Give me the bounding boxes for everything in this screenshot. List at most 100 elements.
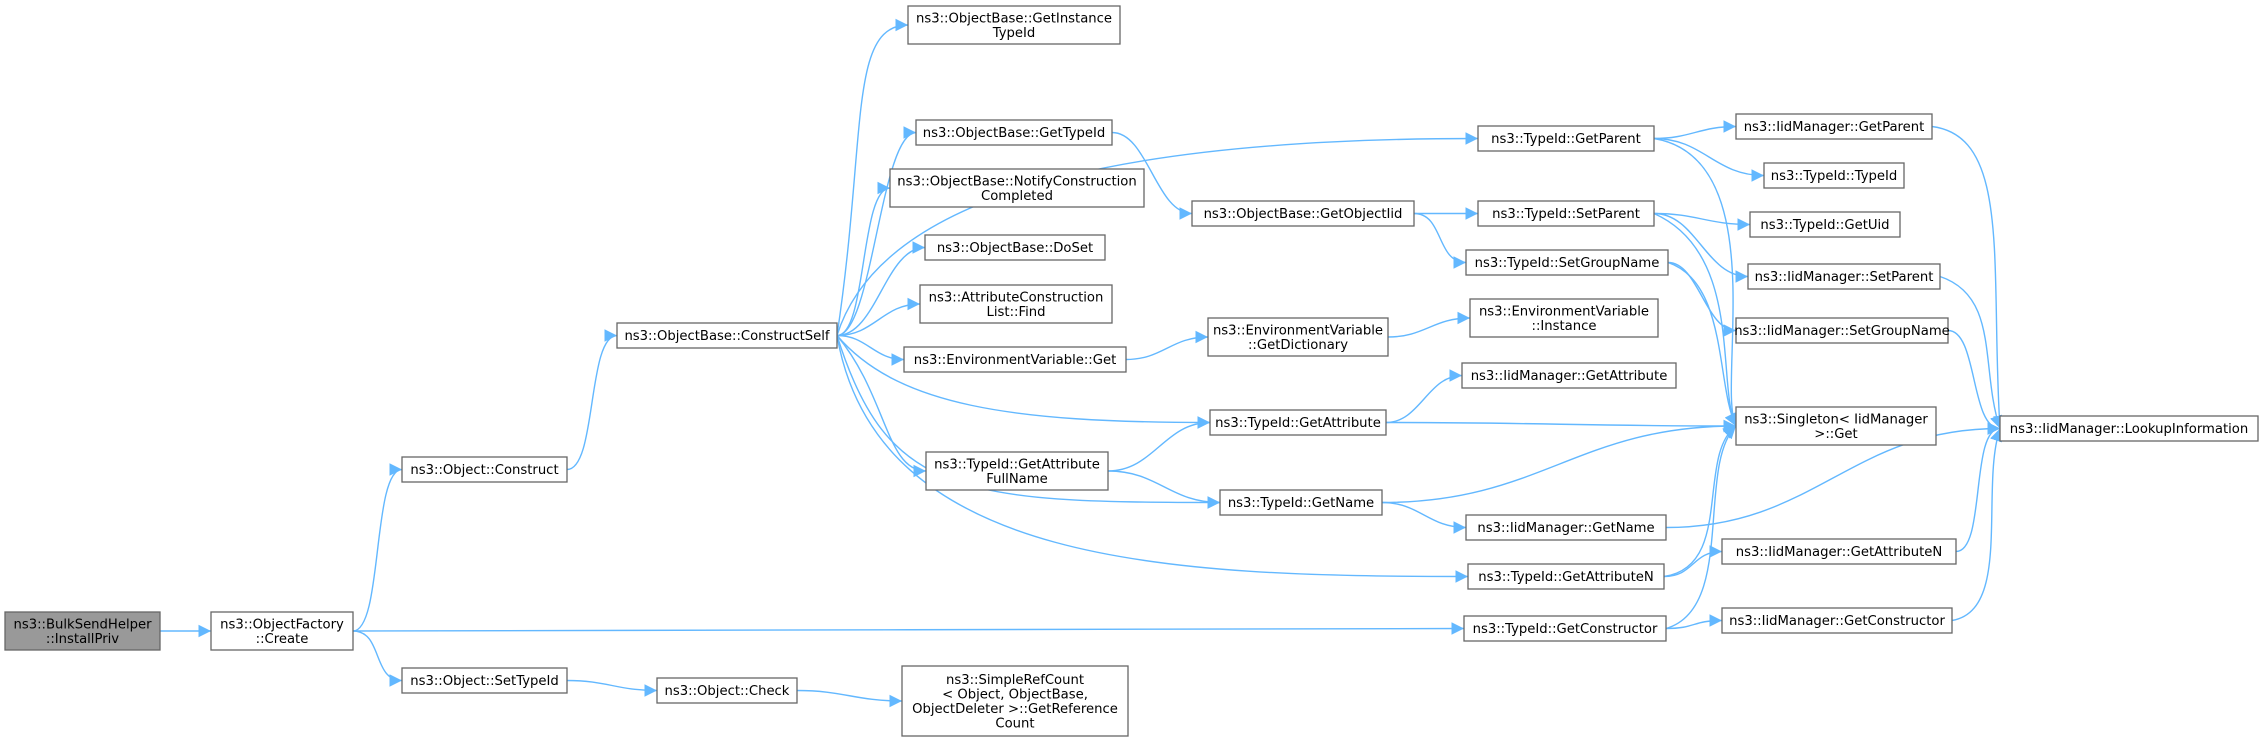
- node-label: ns3::ObjectBase::DoSet: [937, 241, 1093, 256]
- node-typeidgetparent[interactable]: ns3::TypeId::GetParent: [1477, 125, 1655, 152]
- edge-constructself-to-typeidgetattribute: [836, 335, 1211, 429]
- edge-getattrfullname-to-typeidgetname: [1107, 470, 1221, 509]
- edge-typeidgetconstructor-to-singletonget: [1665, 425, 1737, 630]
- node-typeidgetuid[interactable]: ns3::TypeId::GetUid: [1749, 211, 1901, 238]
- edge-constructself-to-envget: [836, 334, 905, 366]
- node-label: ns3::ObjectBase::GetObjectIid: [1204, 207, 1403, 222]
- node-box: [656, 677, 798, 704]
- edge-typeidgetname-to-iidgetname: [1381, 501, 1467, 534]
- node-label: ns3::TypeId::GetAttributeN: [1478, 570, 1654, 585]
- edge-typeidgetparent-to-iidgetparent: [1653, 120, 1737, 140]
- node-box: [1735, 113, 1933, 140]
- edge-getattrfullname-to-typeidgetattribute: [1107, 416, 1211, 472]
- node-iidgetname[interactable]: ns3::IidManager::GetName: [1465, 514, 1667, 541]
- node-typeidsetparent[interactable]: ns3::TypeId::SetParent: [1477, 200, 1655, 227]
- node-construct[interactable]: ns3::Object::Construct: [401, 456, 568, 483]
- node-typeidtypeid[interactable]: ns3::TypeId::TypeId: [1763, 162, 1905, 189]
- node-box: [1465, 249, 1669, 276]
- node-getobjectiid[interactable]: ns3::ObjectBase::GetObjectIid: [1191, 200, 1415, 227]
- node-box: [1747, 263, 1941, 290]
- node-label: ns3::IidManager::SetGroupName: [1734, 324, 1950, 339]
- node-label: ns3::IidManager::GetAttributeN: [1736, 545, 1943, 560]
- node-label: ns3::TypeId::GetConstructor: [1473, 622, 1658, 637]
- node-typeidsetgroupname[interactable]: ns3::TypeId::SetGroupName: [1465, 249, 1669, 276]
- node-iidsetparent[interactable]: ns3::IidManager::SetParent: [1747, 263, 1941, 290]
- node-label: ns3::Singleton< IidManager: [1744, 412, 1928, 427]
- node-constructself[interactable]: ns3::ObjectBase::ConstructSelf: [616, 322, 838, 349]
- edge-envget-to-envgetdict: [1125, 330, 1209, 361]
- node-label: ns3::EnvironmentVariable: [1479, 304, 1649, 319]
- edge-typeidgetattribute-to-iidgetattribute: [1385, 369, 1463, 424]
- node-getobjtypeid[interactable]: ns3::ObjectBase::GetTypeId: [915, 119, 1113, 146]
- node-box: [903, 346, 1127, 373]
- node-label: ns3::Object::SetTypeId: [410, 674, 559, 689]
- node-envgetdict[interactable]: ns3::EnvironmentVariable::GetDictionary: [1207, 317, 1389, 357]
- edge-iidgetconstructor-to-iidlookup: [1951, 428, 2003, 622]
- node-typeidgetconstructor[interactable]: ns3::TypeId::GetConstructor: [1463, 615, 1667, 642]
- edge-constructself-to-getobjtypeid: [836, 126, 917, 337]
- node-label: ::Instance: [1532, 319, 1597, 334]
- edge-envgetdict-to-envinstance: [1387, 311, 1471, 338]
- node-box: [901, 665, 1129, 737]
- edge-constructself-to-notifyconstruction: [836, 181, 891, 337]
- node-box: [1219, 489, 1383, 516]
- node-typeidgetattribute[interactable]: ns3::TypeId::GetAttribute: [1209, 409, 1387, 436]
- node-typeidgetname[interactable]: ns3::TypeId::GetName: [1219, 489, 1383, 516]
- node-label: ns3::IidManager::GetParent: [1744, 120, 1925, 135]
- node-label: ns3::TypeId::GetName: [1228, 496, 1374, 511]
- node-box: [889, 168, 1145, 208]
- node-box: [1207, 317, 1389, 357]
- edge-typeidsetparent-to-typeidgetuid: [1653, 212, 1751, 231]
- node-box: [1477, 125, 1655, 152]
- node-iidgetparent[interactable]: ns3::IidManager::GetParent: [1735, 113, 1933, 140]
- node-label: ns3::IidManager::LookupInformation: [2010, 422, 2248, 437]
- node-label: ns3::EnvironmentVariable: [1213, 323, 1383, 338]
- node-installpriv[interactable]: ns3::BulkSendHelper::InstallPriv: [4, 611, 161, 651]
- node-envinstance[interactable]: ns3::EnvironmentVariable::Instance: [1469, 298, 1659, 338]
- node-label: ns3::TypeId::GetAttribute: [934, 457, 1100, 472]
- node-label: ::GetDictionary: [1248, 338, 1348, 353]
- node-label: ns3::TypeId::SetParent: [1492, 207, 1640, 222]
- edge-iidgetname-to-iidlookup: [1665, 422, 2001, 529]
- node-iidlookup[interactable]: ns3::IidManager::LookupInformation: [1999, 415, 2259, 442]
- edge-construct-to-constructself: [566, 329, 618, 471]
- node-iidgetattribute[interactable]: ns3::IidManager::GetAttribute: [1461, 362, 1677, 389]
- node-box: [915, 119, 1113, 146]
- node-notifyconstruction[interactable]: ns3::ObjectBase::NotifyConstructionCompl…: [889, 168, 1145, 208]
- edge-typeidgetname-to-singletonget: [1381, 419, 1737, 504]
- node-box: [907, 5, 1121, 45]
- node-box: [1461, 362, 1677, 389]
- node-box: [1465, 514, 1667, 541]
- node-settypeid[interactable]: ns3::Object::SetTypeId: [401, 667, 568, 694]
- node-label: ns3::TypeId::GetParent: [1491, 132, 1641, 147]
- node-label: Count: [995, 716, 1034, 731]
- node-label: ns3::TypeId::GetUid: [1760, 218, 1889, 233]
- node-box: [1735, 317, 1949, 344]
- edge-constructself-to-doset: [836, 241, 926, 337]
- node-getrefcount[interactable]: ns3::SimpleRefCount< Object, ObjectBase,…: [901, 665, 1129, 737]
- node-envget[interactable]: ns3::EnvironmentVariable::Get: [903, 346, 1127, 373]
- node-label: < Object, ObjectBase,: [942, 687, 1088, 702]
- edge-typeidsetparent-to-iidsetparent: [1653, 212, 1749, 283]
- node-doset[interactable]: ns3::ObjectBase::DoSet: [924, 234, 1106, 261]
- call-edges: [159, 18, 2006, 708]
- node-box: [1999, 415, 2259, 442]
- node-singletonget[interactable]: ns3::Singleton< IidManager>::Get: [1735, 406, 1937, 446]
- node-label: >::Get: [1814, 427, 1857, 442]
- edge-factorycreate-to-settypeid: [352, 630, 403, 687]
- edge-iidgetattributen-to-iidlookup: [1955, 422, 2001, 553]
- edge-typeidgetconstructor-to-iidgetconstructor: [1665, 614, 1723, 630]
- node-typeidgetattributen[interactable]: ns3::TypeId::GetAttributeN: [1467, 563, 1665, 590]
- node-iidgetconstructor[interactable]: ns3::IidManager::GetConstructor: [1721, 607, 1953, 634]
- node-iidgetattributen[interactable]: ns3::IidManager::GetAttributeN: [1721, 538, 1957, 565]
- edge-check-to-getrefcount: [796, 689, 903, 708]
- node-iidsetgroupname[interactable]: ns3::IidManager::SetGroupName: [1734, 317, 1950, 344]
- node-box: [1735, 406, 1937, 446]
- node-check[interactable]: ns3::Object::Check: [656, 677, 798, 704]
- node-factorycreate[interactable]: ns3::ObjectFactory::Create: [210, 611, 354, 651]
- edge-constructself-to-typeidgetattributen: [836, 335, 1469, 583]
- edge-typeidsetgroupname-to-iidsetgroupname: [1667, 261, 1737, 337]
